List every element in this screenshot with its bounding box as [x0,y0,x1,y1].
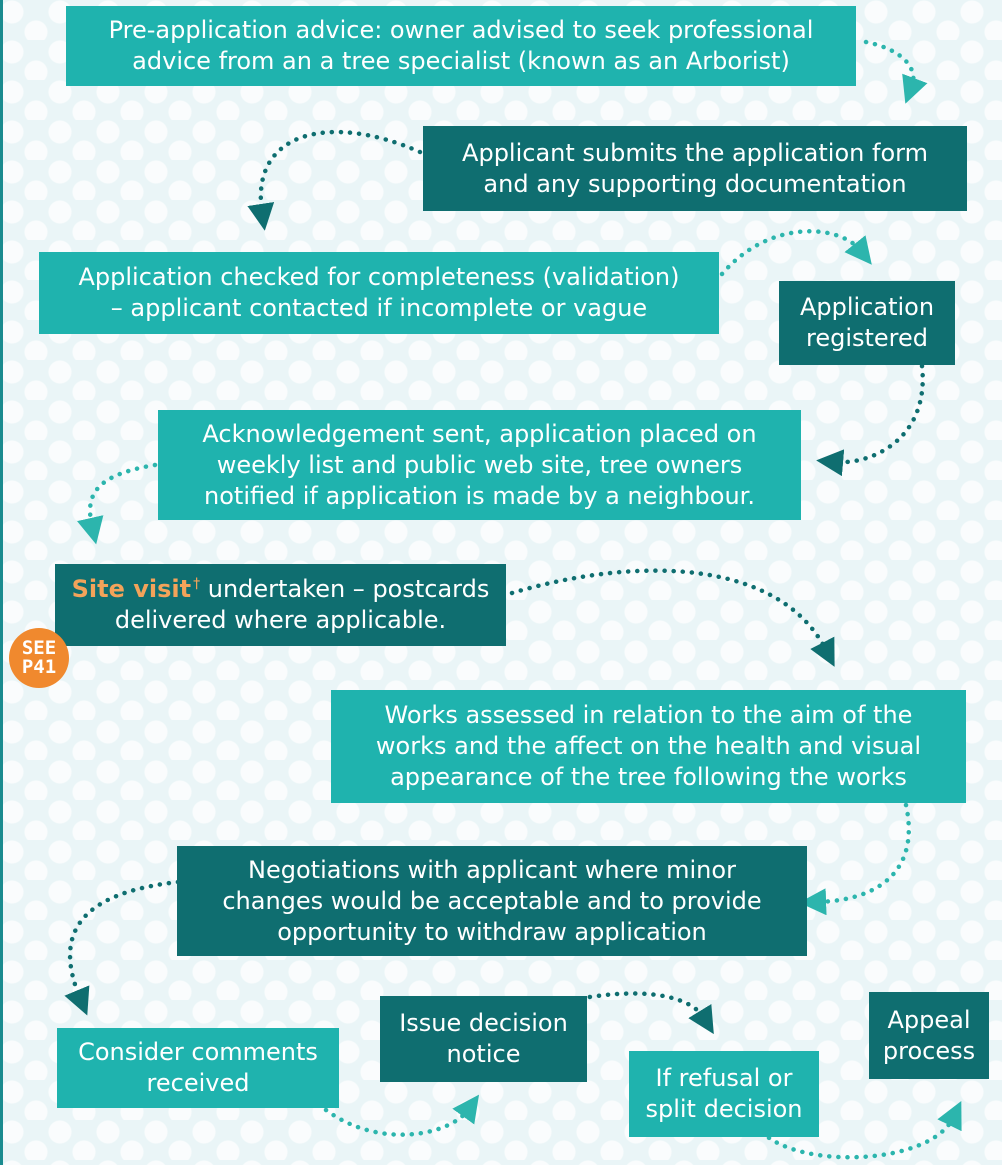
step-pre-application: Pre-application advice: owner advised to… [66,6,856,86]
step-issue-decision: Issue decision notice [380,996,587,1082]
step-validation: Application checked for completeness (va… [39,252,719,334]
arrow-decision-to-refusal [560,991,714,1035]
arrow-consider-to-decision [323,1094,480,1137]
arrow-acknowledgement-to-sitevisit [77,462,158,545]
arrow-registered-to-acknowledgement [816,363,925,477]
step-assessment: Works assessed in relation to the aim of… [331,690,966,803]
step-submit: Applicant submits the application form a… [423,126,967,211]
arrow-negotiations-to-consider [64,879,181,1016]
left-border [0,0,3,1165]
step-appeal: Appeal process [869,992,989,1079]
dagger-marker: † [193,576,201,592]
site-visit-link-text: Site visit [71,575,192,603]
see-page-badge[interactable]: SEE P41 [9,628,69,688]
step-registered: Application registered [779,281,955,365]
step-site-visit: Site visit† undertaken – postcards deliv… [55,564,506,646]
arrow-validation-to-registered [719,229,872,277]
step-acknowledgement: Acknowledgement sent, application placed… [158,410,801,520]
arrow-submit-to-validation [247,129,423,231]
arrow-assessment-to-negotiations [799,802,912,916]
step-consider-comments: Consider comments received [57,1028,339,1108]
step-negotiations: Negotiations with applicant where minor … [177,846,807,956]
step-refusal: If refusal or split decision [629,1051,819,1137]
arrow-sitevisit-to-assessment [509,568,835,667]
arrow-pre-to-submit [863,39,928,104]
